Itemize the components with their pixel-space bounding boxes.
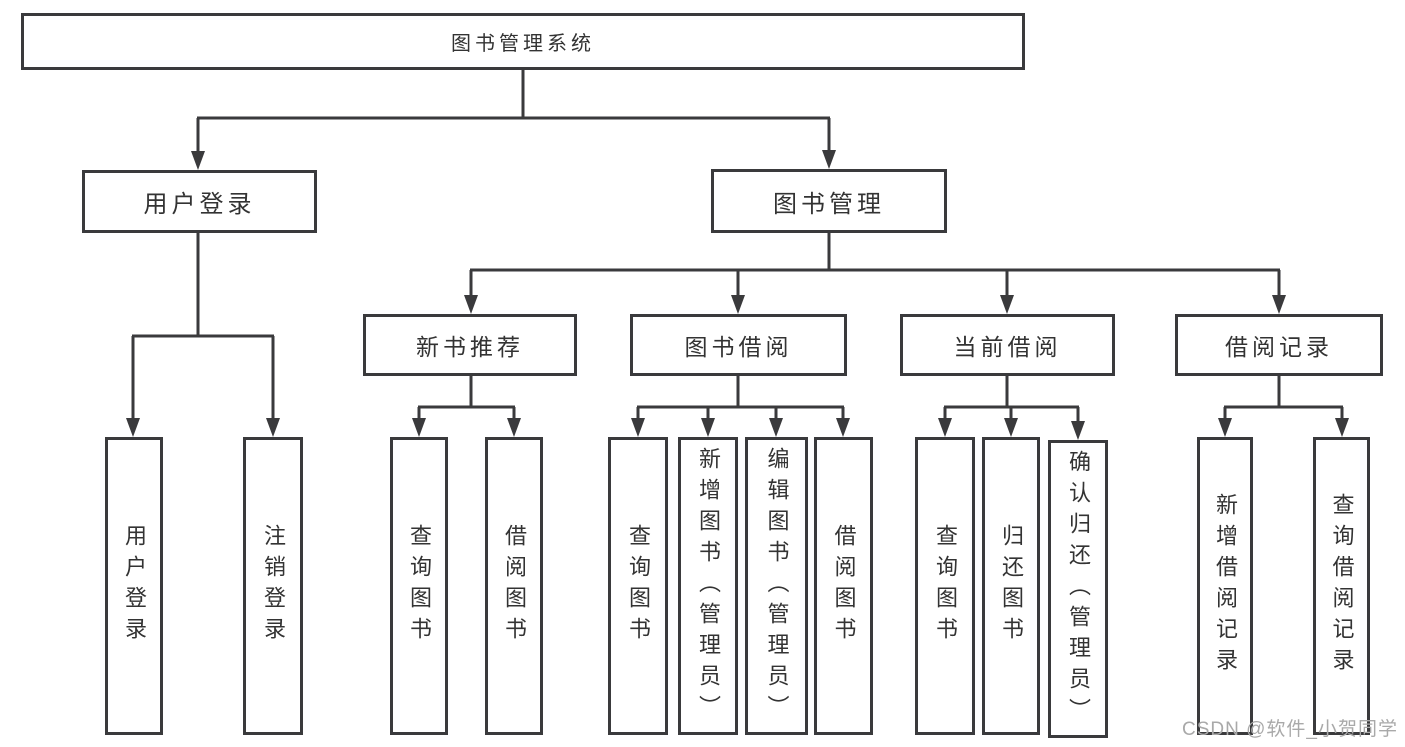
csdn-watermark: CSDN @软件_小贺同学 [1182, 719, 1398, 740]
leaf-query-books-recommend: 查询图书 [390, 437, 448, 735]
leaf-add-borrow-record: 新增借阅记录 [1197, 437, 1253, 735]
leaf-confirm-return-admin: 确认归还（管理员） [1048, 440, 1108, 738]
leaf-edit-book-admin: 编辑图书（管理员） [745, 437, 808, 735]
node-borrow-records: 借阅记录 [1175, 314, 1383, 376]
leaf-borrow-books: 借阅图书 [814, 437, 873, 735]
node-root-system: 图书管理系统 [21, 13, 1025, 70]
node-current-borrow: 当前借阅 [900, 314, 1115, 376]
leaf-user-login: 用户登录 [105, 437, 163, 735]
node-book-management: 图书管理 [711, 169, 947, 233]
node-book-borrow: 图书借阅 [630, 314, 847, 376]
leaf-query-books-borrow: 查询图书 [608, 437, 668, 735]
leaf-borrow-books-recommend: 借阅图书 [485, 437, 543, 735]
node-new-book-recommend: 新书推荐 [363, 314, 577, 376]
leaf-logout: 注销登录 [243, 437, 303, 735]
leaf-add-book-admin: 新增图书（管理员） [678, 437, 738, 735]
leaf-query-borrow-record: 查询借阅记录 [1313, 437, 1370, 735]
node-user-login: 用户登录 [82, 170, 317, 233]
leaf-query-books-current: 查询图书 [915, 437, 975, 735]
leaf-return-books: 归还图书 [982, 437, 1040, 735]
